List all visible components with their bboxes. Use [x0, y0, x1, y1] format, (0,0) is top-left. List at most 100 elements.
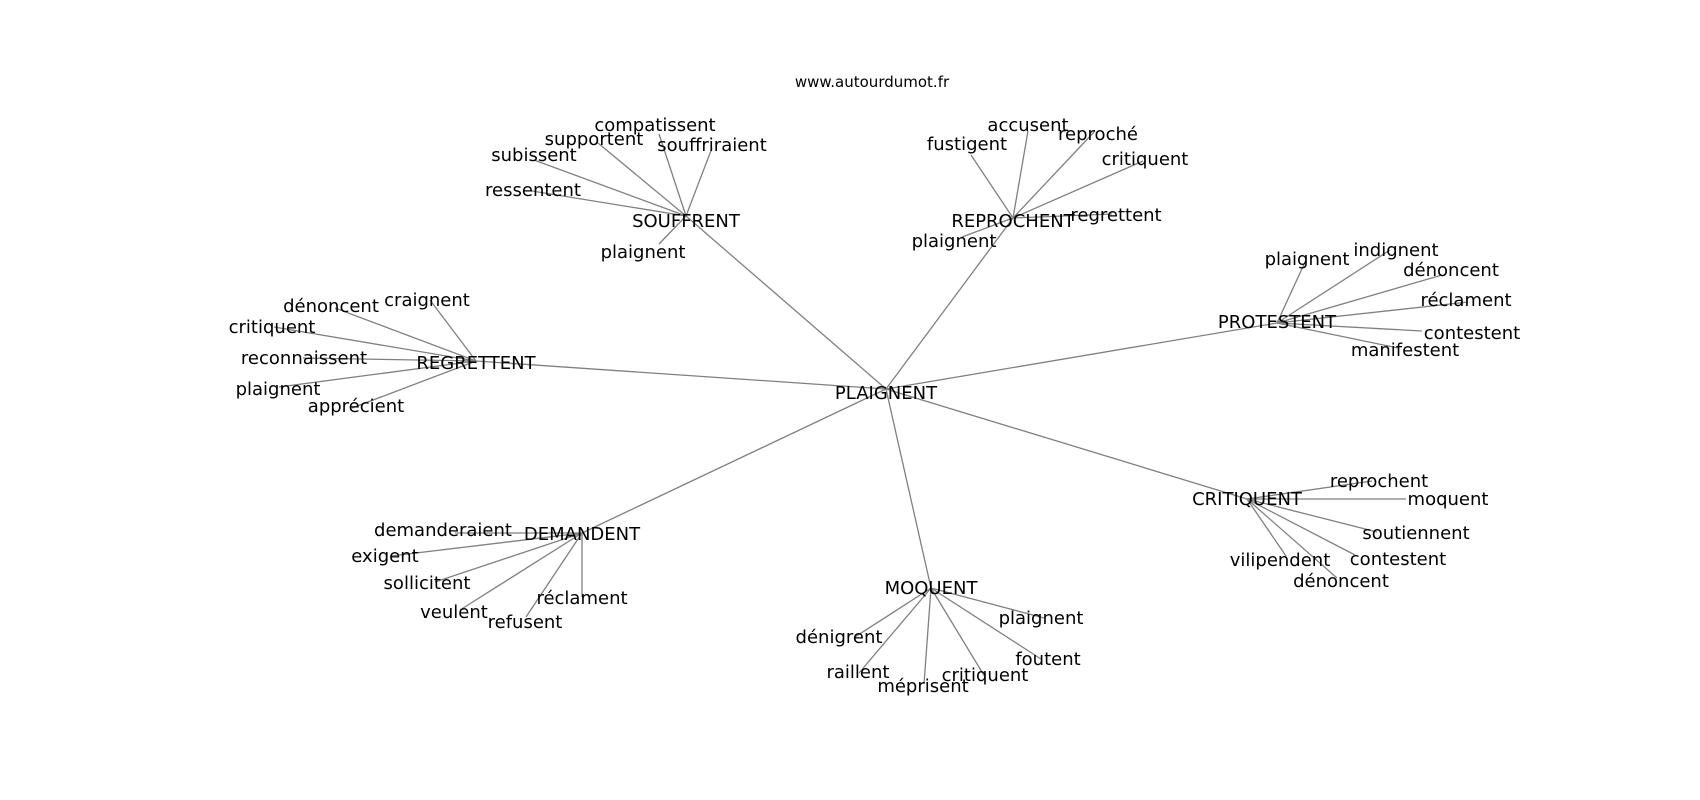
leaf-node-label: critiquent	[229, 317, 316, 338]
edge-center-to-souffrent	[685, 215, 887, 390]
leaf-node-label: souffriraient	[657, 135, 767, 156]
leaf-node-label: refusent	[488, 612, 563, 633]
leaf-node-label: moquent	[1408, 489, 1489, 510]
edge-critiquent-to-reprochent	[1246, 480, 1373, 500]
leaf-node-label: compatissent	[594, 115, 715, 136]
edge-regrettent-to-reconnaissent	[302, 357, 477, 362]
hub-node-label-regrettent: REGRETTENT	[416, 353, 536, 374]
edge-moquent-to-raillent	[858, 587, 932, 674]
edge-demandent-to-exigent	[390, 532, 583, 557]
edge-souffrent-to-ressentent	[531, 190, 687, 217]
edge-reprochent-to-accusent	[1012, 130, 1029, 219]
edge-souffrent-to-compatissent	[658, 133, 687, 217]
leaf-node-label: fustigent	[927, 134, 1007, 155]
edge-center-to-moquent	[885, 388, 932, 589]
leaf-node-label: dénoncent	[1293, 571, 1389, 592]
edge-demandent-to-veulent	[459, 532, 583, 611]
edge-center-to-regrettent	[475, 360, 887, 390]
edge-reprochent-to-regrettent	[1012, 213, 1113, 219]
edge-regrettent-to-critiquent	[273, 326, 477, 362]
leaf-node-label: apprécient	[308, 396, 404, 417]
edge-souffrent-to-supportent	[597, 142, 687, 217]
leaf-node-label: reprochent	[1330, 471, 1428, 492]
leaf-node-label: sollicitent	[384, 573, 471, 594]
edge-protestent-to-dénoncent	[1276, 274, 1443, 324]
edge-center-to-critiquent	[885, 388, 1248, 500]
edge-moquent-to-méprisent	[923, 587, 932, 685]
edge-protestent-to-plaignent	[1276, 259, 1307, 324]
hub-node-label-moquent: MOQUENT	[885, 578, 979, 599]
edge-souffrent-to-plaignent	[658, 215, 687, 245]
leaf-node-label: foutent	[1015, 649, 1080, 670]
edge-regrettent-to-apprécient	[351, 360, 477, 409]
edge-center-to-demandent	[581, 388, 887, 534]
edge-reprochent-to-fustigent	[970, 154, 1014, 219]
labels-layer: www.autourdumot.fr PLAIGNENT compatissen…	[229, 73, 1521, 697]
edge-reprochent-to-critiquent	[1012, 160, 1144, 219]
edge-moquent-to-plaignent	[930, 587, 1045, 619]
edge-moquent-to-critiquent	[930, 587, 986, 678]
edge-reprochent-to-reproché	[1012, 130, 1096, 219]
leaf-node-label: soutiennent	[1362, 523, 1469, 544]
leaf-node-label: réclament	[536, 588, 627, 609]
edge-critiquent-to-dénoncent	[1246, 498, 1338, 579]
edge-center-to-reprochent	[885, 217, 1014, 390]
edge-protestent-to-réclament	[1276, 301, 1469, 324]
edge-demandent-to-refusent	[525, 532, 583, 618]
edge-critiquent-to-vilipendent	[1246, 498, 1287, 557]
edge-regrettent-to-dénoncent	[334, 307, 477, 362]
leaf-node-label: craignent	[384, 290, 470, 311]
leaf-node-label: reproché	[1058, 124, 1138, 145]
edges-layer	[273, 130, 1469, 685]
leaf-node-label: contestent	[1350, 549, 1446, 570]
leaf-node-label: plaignent	[1265, 249, 1350, 270]
leaf-node-label: supportent	[545, 129, 644, 150]
leaf-node-label: dénoncent	[283, 296, 379, 317]
leaf-node-label: plaignent	[999, 608, 1084, 629]
leaf-node-label: vilipendent	[1230, 550, 1331, 571]
edge-demandent-to-sollicitent	[434, 532, 583, 583]
leaf-node-label: ressentent	[485, 180, 581, 201]
leaf-node-label: demanderaient	[374, 520, 512, 541]
leaf-node-label: contestent	[1424, 323, 1520, 344]
leaf-node-label: veulent	[420, 602, 488, 623]
edge-regrettent-to-plaignent	[278, 360, 477, 388]
leaf-node-label: méprisent	[877, 676, 968, 697]
edge-moquent-to-foutent	[930, 587, 1042, 660]
hub-node-label-reprochent: REPROCHENT	[951, 211, 1075, 232]
edge-regrettent-to-craignent	[429, 299, 477, 362]
leaf-node-label: manifestent	[1351, 340, 1459, 361]
leaf-node-label: dénoncent	[1403, 260, 1499, 281]
site-watermark: www.autourdumot.fr	[795, 73, 950, 91]
leaf-node-label: exigent	[351, 546, 418, 567]
edge-critiquent-to-contestent	[1246, 498, 1356, 556]
hub-node-label-protestent: PROTESTENT	[1218, 312, 1337, 333]
leaf-node-label: plaignent	[236, 379, 321, 400]
leaf-node-label: reconnaissent	[241, 348, 367, 369]
center-node-label: PLAIGNENT	[835, 383, 938, 404]
leaf-node-label: plaignent	[912, 231, 997, 252]
leaf-node-label: critiquent	[1102, 149, 1189, 170]
leaf-node-label: regrettent	[1070, 205, 1161, 226]
edge-protestent-to-indignent	[1276, 249, 1391, 324]
leaf-node-label: subissent	[491, 145, 577, 166]
leaf-node-label: accusent	[987, 115, 1068, 136]
hub-node-label-critiquent: CRITIQUENT	[1192, 489, 1303, 510]
edge-critiquent-to-soutiennent	[1246, 498, 1378, 533]
hub-node-label-demandent: DEMANDENT	[524, 524, 641, 545]
edge-protestent-to-contestent	[1276, 322, 1423, 332]
leaf-node-label: critiquent	[942, 665, 1029, 686]
leaf-node-label: dénigrent	[796, 627, 883, 648]
leaf-node-label: raillent	[827, 662, 890, 683]
edge-souffrent-to-subissent	[533, 159, 687, 217]
edge-moquent-to-dénigrent	[854, 587, 932, 638]
edge-center-to-protestent	[885, 322, 1278, 390]
edge-reprochent-to-plaignent	[961, 217, 1014, 238]
edge-souffrent-to-souffriraient	[685, 147, 713, 217]
leaf-node-label: plaignent	[601, 242, 686, 263]
edge-protestent-to-manifestent	[1276, 322, 1399, 349]
leaf-node-label: réclament	[1420, 290, 1511, 311]
hub-node-label-souffrent: SOUFFRENT	[632, 211, 741, 232]
leaf-node-label: indignent	[1353, 240, 1438, 261]
